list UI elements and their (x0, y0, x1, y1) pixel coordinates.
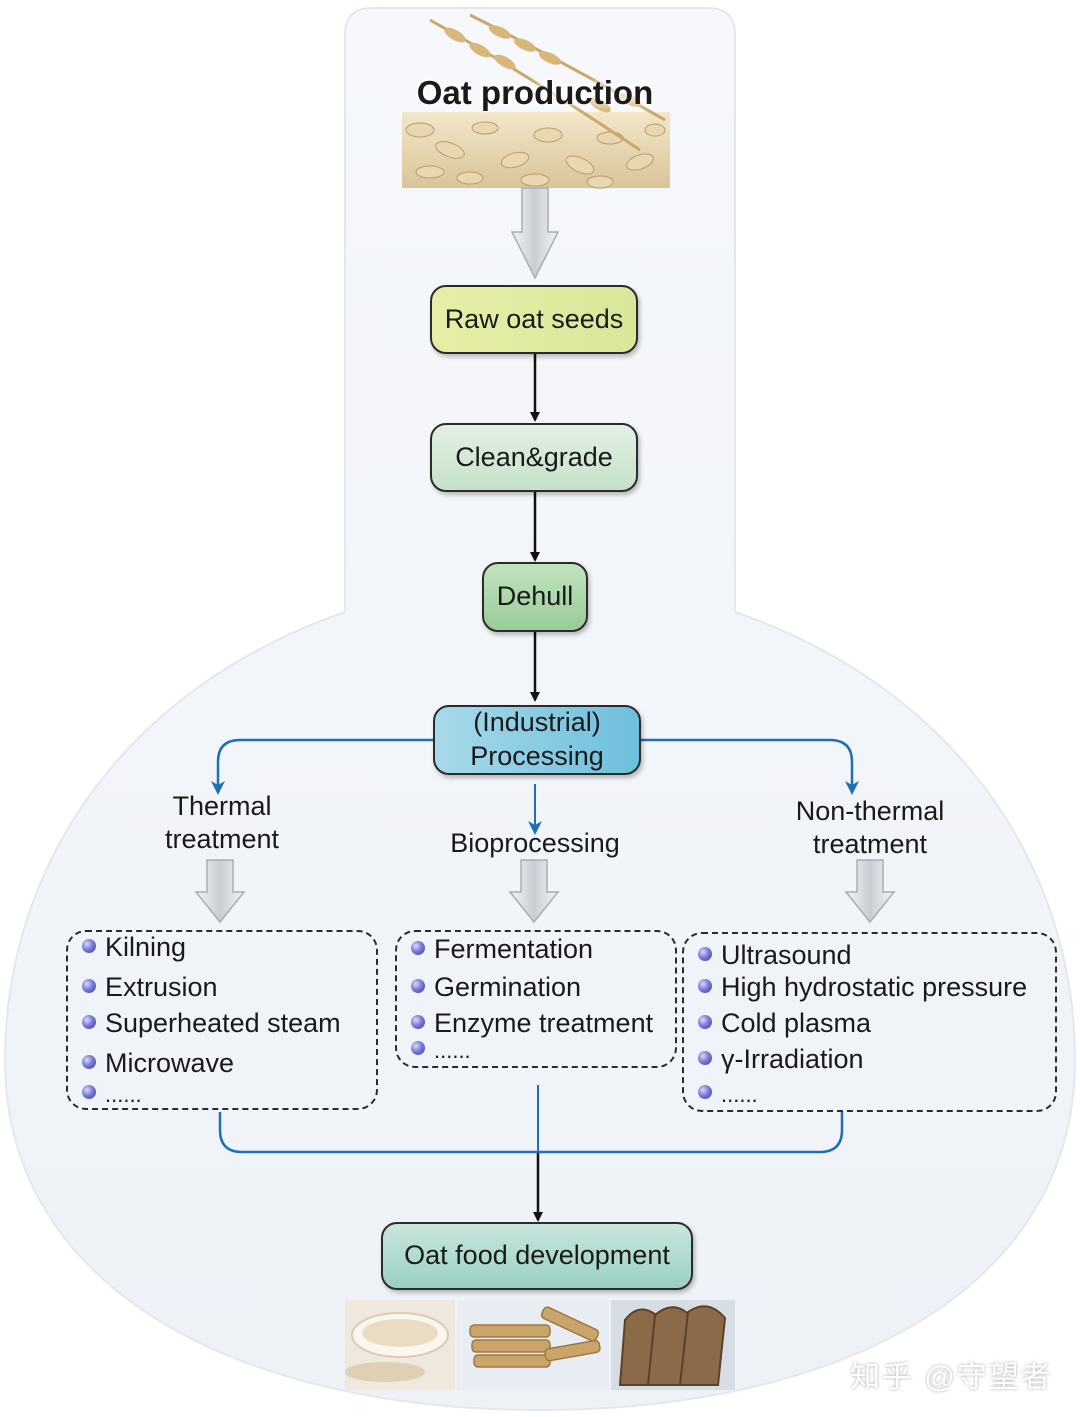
bullet-icon (82, 979, 96, 993)
bullet-icon (411, 979, 425, 993)
bullet-icon (698, 1085, 712, 1099)
food-image-crackers (457, 1300, 609, 1390)
list-item: γ-Irradiation (698, 1044, 864, 1075)
bioprocessing-methods-list: Fermentation Germination Enzyme treatmen… (395, 930, 677, 1068)
list-item: Cold plasma (698, 1008, 871, 1039)
gray-arrow-bio (508, 859, 560, 924)
thermal-treatment-label: Thermal treatment (164, 791, 280, 854)
bullet-icon (698, 1015, 712, 1029)
list-item: ...... (698, 1082, 758, 1108)
bullet-icon (411, 1015, 425, 1029)
list-item: ...... (411, 1038, 471, 1064)
gray-arrow-nonthermal (844, 859, 896, 924)
bullet-icon (82, 939, 96, 953)
watermark-text: 知乎 @守望者 (850, 1361, 1053, 1394)
bullet-icon (698, 1051, 712, 1065)
bullet-icon (698, 947, 712, 961)
clean-grade-box: Clean&grade (430, 423, 638, 492)
list-item: Enzyme treatment (411, 1008, 653, 1039)
blue-merge-line (218, 1112, 844, 1154)
bullet-icon (698, 979, 712, 993)
list-item: Ultrasound (698, 940, 852, 971)
bullet-icon (82, 1015, 96, 1029)
list-item: Germination (411, 972, 581, 1003)
list-item: Superheated steam (82, 1008, 341, 1039)
oat-grain-image (402, 13, 670, 189)
non-thermal-methods-list: Ultrasound High hydrostatic pressure Col… (682, 932, 1057, 1112)
list-item: Kilning (82, 932, 186, 963)
food-image-bread (611, 1300, 735, 1390)
oat-food-development-box: Oat food development (381, 1222, 693, 1290)
food-image-porridge (345, 1300, 455, 1390)
raw-oat-seeds-box: Raw oat seeds (430, 285, 638, 354)
blue-branch-nonthermal (641, 738, 859, 795)
bullet-icon (82, 1085, 96, 1099)
blue-branch-thermal (211, 738, 433, 795)
list-item: ...... (82, 1082, 142, 1108)
processing-box: (Industrial) Processing (433, 705, 641, 775)
thermal-methods-list: Kilning Extrusion Superheated steam Micr… (66, 930, 378, 1110)
bullet-icon (411, 941, 425, 955)
bullet-icon (82, 1055, 96, 1069)
list-item: Extrusion (82, 972, 218, 1003)
bullet-icon (411, 1041, 425, 1055)
oat-production-heading: Oat production (416, 74, 654, 111)
non-thermal-treatment-label: Non-thermal treatment (795, 796, 945, 859)
list-item: Microwave (82, 1048, 234, 1079)
list-item: High hydrostatic pressure (698, 972, 1027, 1003)
bioprocessing-label: Bioprocessing (450, 828, 620, 858)
gray-arrow-production (510, 187, 560, 280)
list-item: Fermentation (411, 934, 593, 965)
gray-arrow-thermal (194, 859, 246, 924)
dehull-box: Dehull (482, 562, 588, 632)
